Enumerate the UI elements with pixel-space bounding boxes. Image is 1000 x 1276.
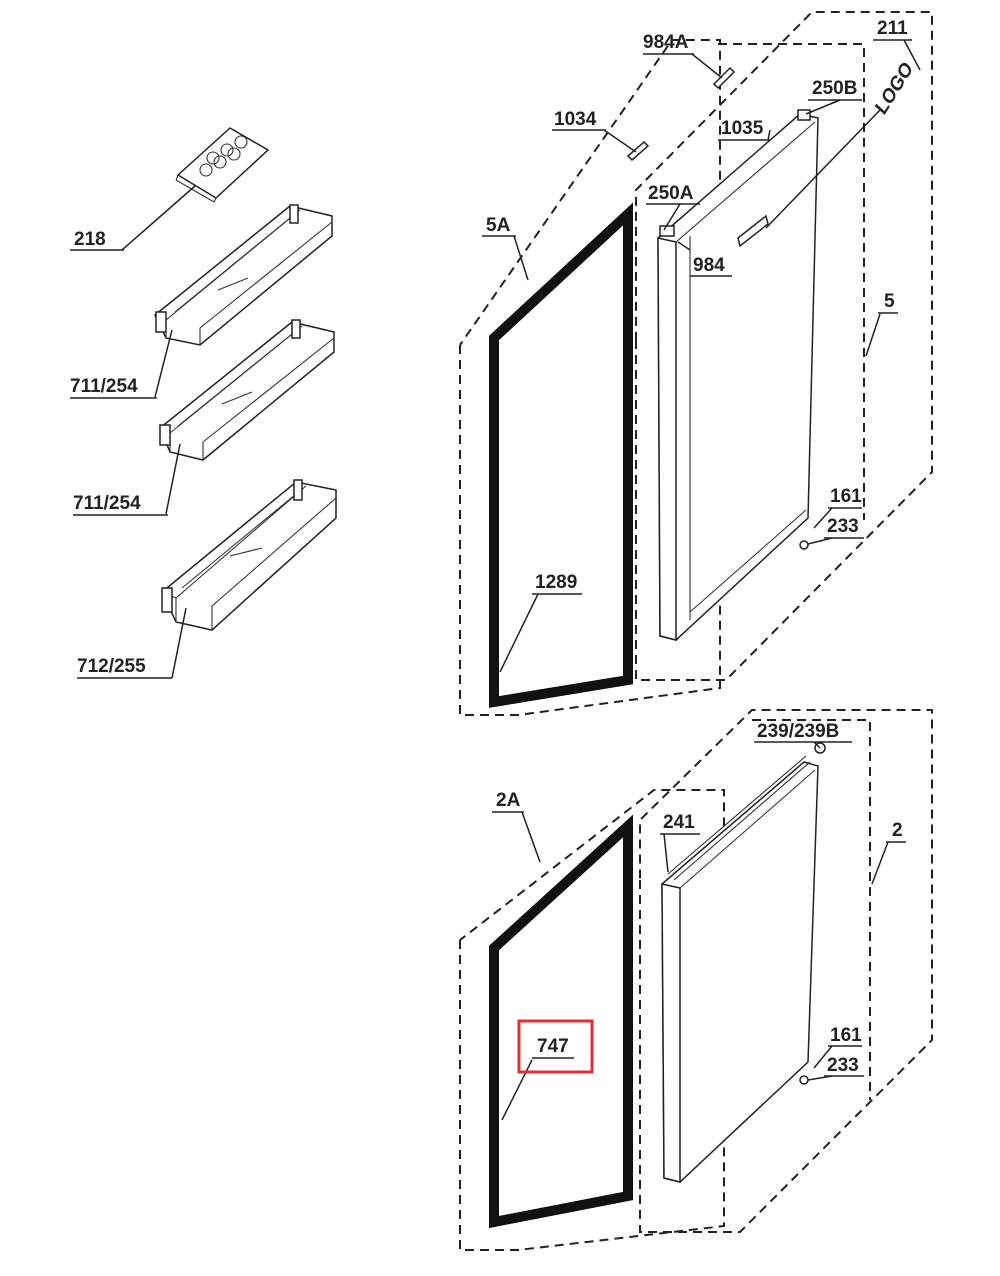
lower-door xyxy=(661,742,826,1183)
label-250A: 250A xyxy=(648,183,694,204)
label-2A: 2A xyxy=(496,790,521,811)
label-218: 218 xyxy=(74,229,106,250)
door-shelf-1 xyxy=(154,204,333,346)
group-2-outline xyxy=(639,709,933,1233)
group-5-outline xyxy=(635,11,933,681)
part-labels: 218 711/254 711/254 712/255 984A 211 LOG… xyxy=(70,18,917,1077)
group-5A-outline xyxy=(459,39,721,716)
label-161-lower: 161 xyxy=(830,1025,862,1046)
gasket-upper xyxy=(489,202,633,708)
highlight-box-747 xyxy=(517,1019,594,1074)
label-161-upper: 161 xyxy=(830,486,862,507)
label-711-254-a: 711/254 xyxy=(70,376,138,397)
gasket-lower xyxy=(489,814,633,1229)
part-984A xyxy=(712,66,736,90)
part-1034 xyxy=(626,140,650,162)
label-239-239B: 239/239B xyxy=(757,721,839,742)
label-712-255: 712/255 xyxy=(77,656,146,677)
door-shelf-2 xyxy=(159,319,335,461)
label-1035: 1035 xyxy=(721,118,764,139)
upper-door xyxy=(657,109,819,641)
label-5A: 5A xyxy=(486,215,511,236)
label-747: 747 xyxy=(537,1036,569,1057)
label-250B: 250B xyxy=(812,78,857,99)
label-711-254-b: 711/254 xyxy=(73,493,141,514)
label-984: 984 xyxy=(693,255,725,276)
label-211: 211 xyxy=(877,18,908,39)
label-241: 241 xyxy=(663,812,695,833)
label-2: 2 xyxy=(892,820,903,841)
group-2A-outline xyxy=(459,789,725,1251)
label-5: 5 xyxy=(884,291,895,312)
door-shelf-3 xyxy=(161,479,337,631)
group-5-inner-outline xyxy=(718,43,865,520)
label-233-lower: 233 xyxy=(827,1055,859,1076)
label-1289: 1289 xyxy=(535,572,577,593)
label-1034: 1034 xyxy=(554,109,597,130)
label-984A: 984A xyxy=(643,32,689,53)
label-233-upper: 233 xyxy=(827,516,859,537)
egg-tray xyxy=(175,127,270,203)
leader-lines xyxy=(121,39,921,1121)
label-logo: LOGO xyxy=(872,58,917,120)
